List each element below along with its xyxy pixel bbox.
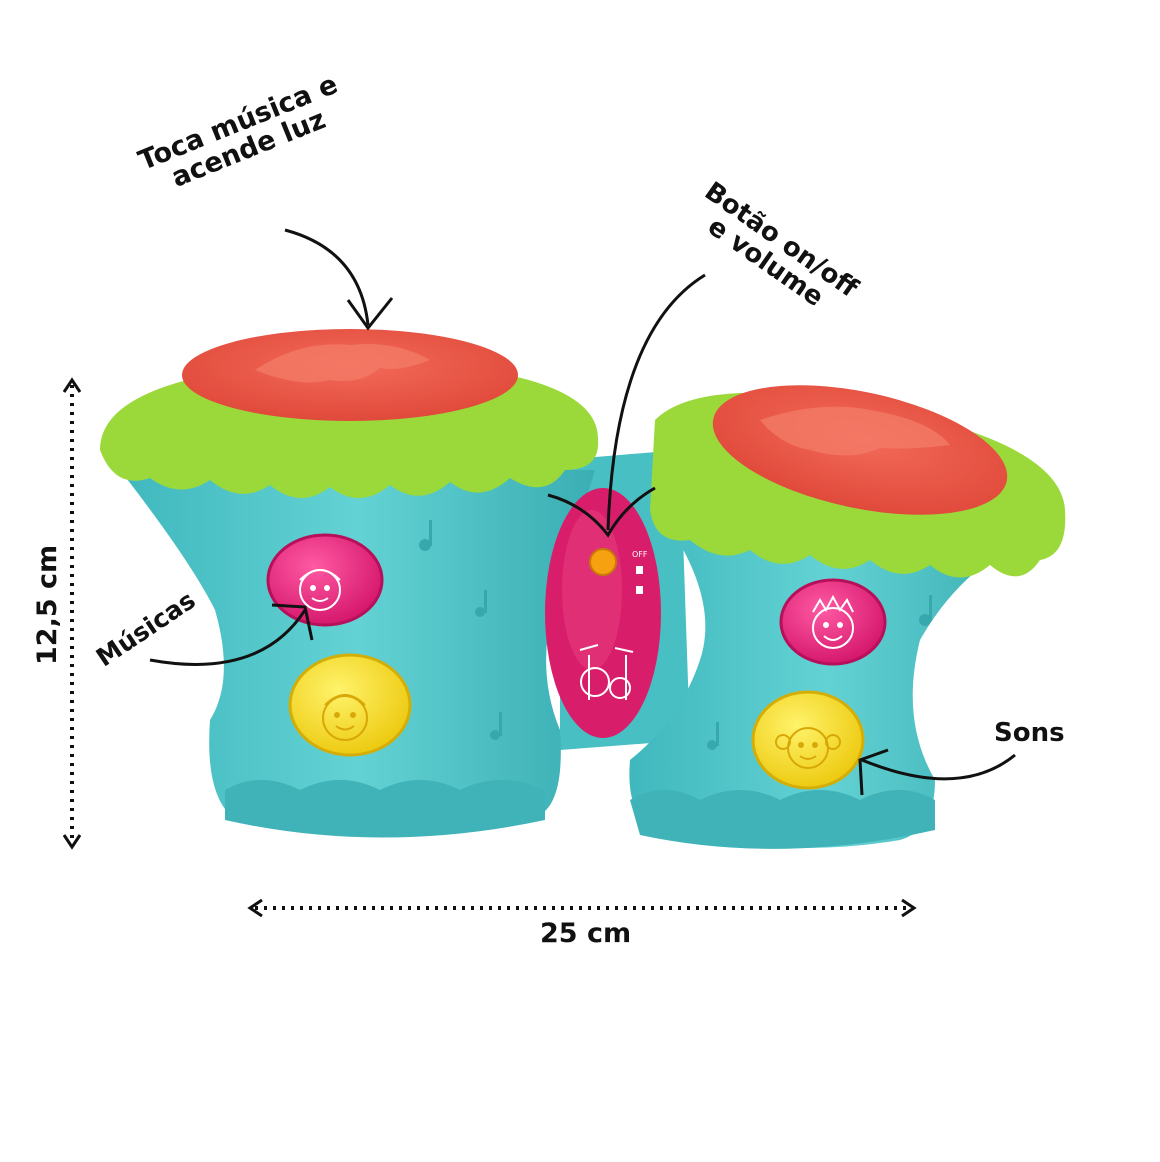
width-arrow-left bbox=[247, 898, 263, 918]
off-label: OFF bbox=[632, 550, 648, 559]
spiky-face-icon bbox=[812, 594, 854, 649]
arrow-to-drum-head bbox=[284, 228, 370, 326]
arrow-to-left-buttons bbox=[149, 609, 307, 666]
left-hand-print bbox=[255, 344, 430, 383]
girl-face-icon bbox=[299, 569, 341, 611]
arrow-to-right-buttons bbox=[861, 753, 1016, 781]
height-arrow-top bbox=[62, 377, 82, 393]
label-height: 12,5 cm bbox=[32, 544, 63, 665]
width-arrow-right bbox=[901, 898, 917, 918]
right-drum-body bbox=[629, 520, 1025, 848]
arrow-to-drum-head-tip bbox=[346, 297, 394, 331]
right-drum-base-wave bbox=[630, 790, 935, 849]
left-yellow-button[interactable] bbox=[288, 653, 412, 757]
music-note-decorations bbox=[419, 520, 932, 750]
arrow-to-switch bbox=[606, 273, 706, 531]
boy-face-icon bbox=[322, 694, 368, 741]
right-hand-print bbox=[760, 406, 950, 456]
left-pink-button[interactable] bbox=[266, 533, 384, 627]
arrow-to-switch-tip bbox=[547, 486, 656, 538]
arrow-to-right-buttons-tip bbox=[858, 748, 889, 796]
left-drum-body bbox=[120, 470, 595, 833]
drum-kit-icon bbox=[579, 644, 634, 700]
arrow-to-left-buttons-tip bbox=[271, 603, 314, 641]
right-pink-button[interactable] bbox=[779, 578, 887, 666]
volume-high-icon bbox=[636, 586, 643, 594]
left-drum-base-wave bbox=[225, 780, 545, 838]
on-off-switch[interactable] bbox=[589, 548, 617, 576]
right-yellow-button[interactable] bbox=[751, 690, 865, 790]
label-sons: Sons bbox=[994, 718, 1065, 748]
volume-low-icon bbox=[636, 566, 643, 574]
label-width: 25 cm bbox=[540, 918, 632, 949]
pigtail-girl-face-icon bbox=[775, 727, 841, 769]
height-arrow-bottom bbox=[62, 834, 82, 850]
